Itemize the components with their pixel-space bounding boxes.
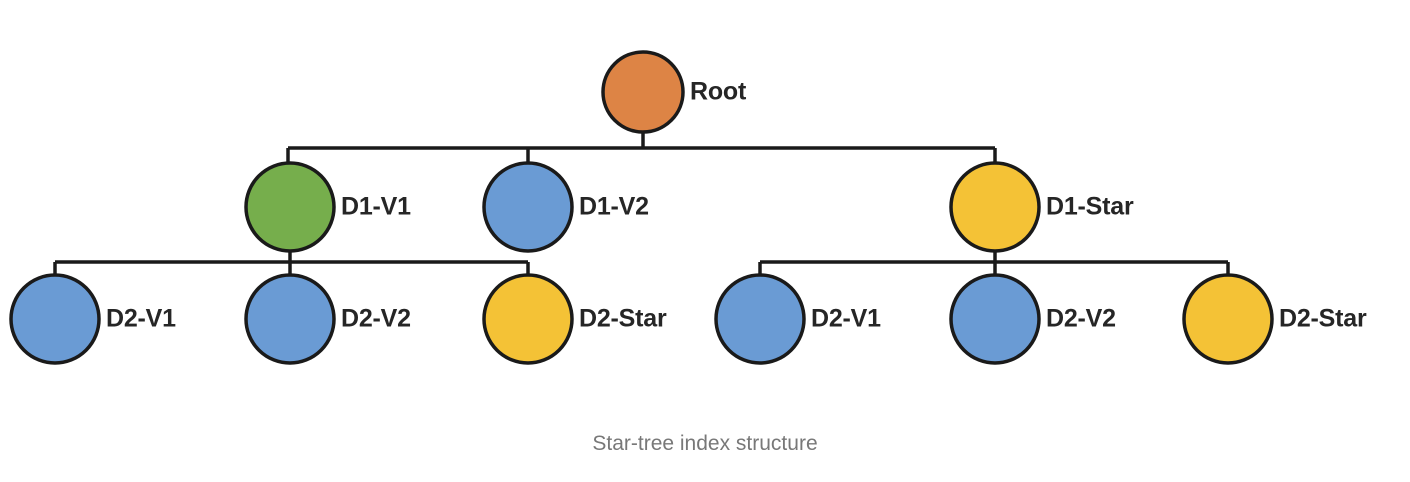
tree-node-d1-v2[interactable]	[482, 161, 574, 253]
tree-node-r-d2-v2[interactable]	[949, 273, 1041, 365]
node-label-d1-star: D1-Star	[1046, 192, 1134, 221]
tree-node-l-d2-v1[interactable]	[9, 273, 101, 365]
node-label-d1-v1: D1-V1	[341, 192, 411, 221]
tree-node-r-d2-star[interactable]	[1182, 273, 1274, 365]
connector-right-group	[758, 251, 1230, 275]
tree-node-r-d2-v1[interactable]	[714, 273, 806, 365]
tree-node-d1-star[interactable]	[949, 161, 1041, 253]
tree-node-l-d2-v2[interactable]	[244, 273, 336, 365]
node-label-l-d2-v2: D2-V2	[341, 304, 411, 333]
tree-node-root[interactable]	[601, 50, 685, 134]
node-label-root: Root	[690, 77, 747, 106]
node-label-l-d2-star: D2-Star	[579, 304, 667, 333]
node-label-r-d2-v1: D2-V1	[811, 304, 881, 333]
nodes-layer	[9, 50, 1274, 365]
node-label-l-d2-v1: D2-V1	[106, 304, 176, 333]
node-label-r-d2-star: D2-Star	[1279, 304, 1367, 333]
node-label-r-d2-v2: D2-V2	[1046, 304, 1116, 333]
node-label-d1-v2: D1-V2	[579, 192, 649, 221]
connector-root-group	[286, 132, 997, 163]
connector-left-group	[53, 251, 530, 275]
figure-caption: Star-tree index structure	[592, 432, 818, 455]
edges-layer	[53, 132, 1230, 275]
tree-node-d1-v1[interactable]	[244, 161, 336, 253]
tree-node-l-d2-star[interactable]	[482, 273, 574, 365]
